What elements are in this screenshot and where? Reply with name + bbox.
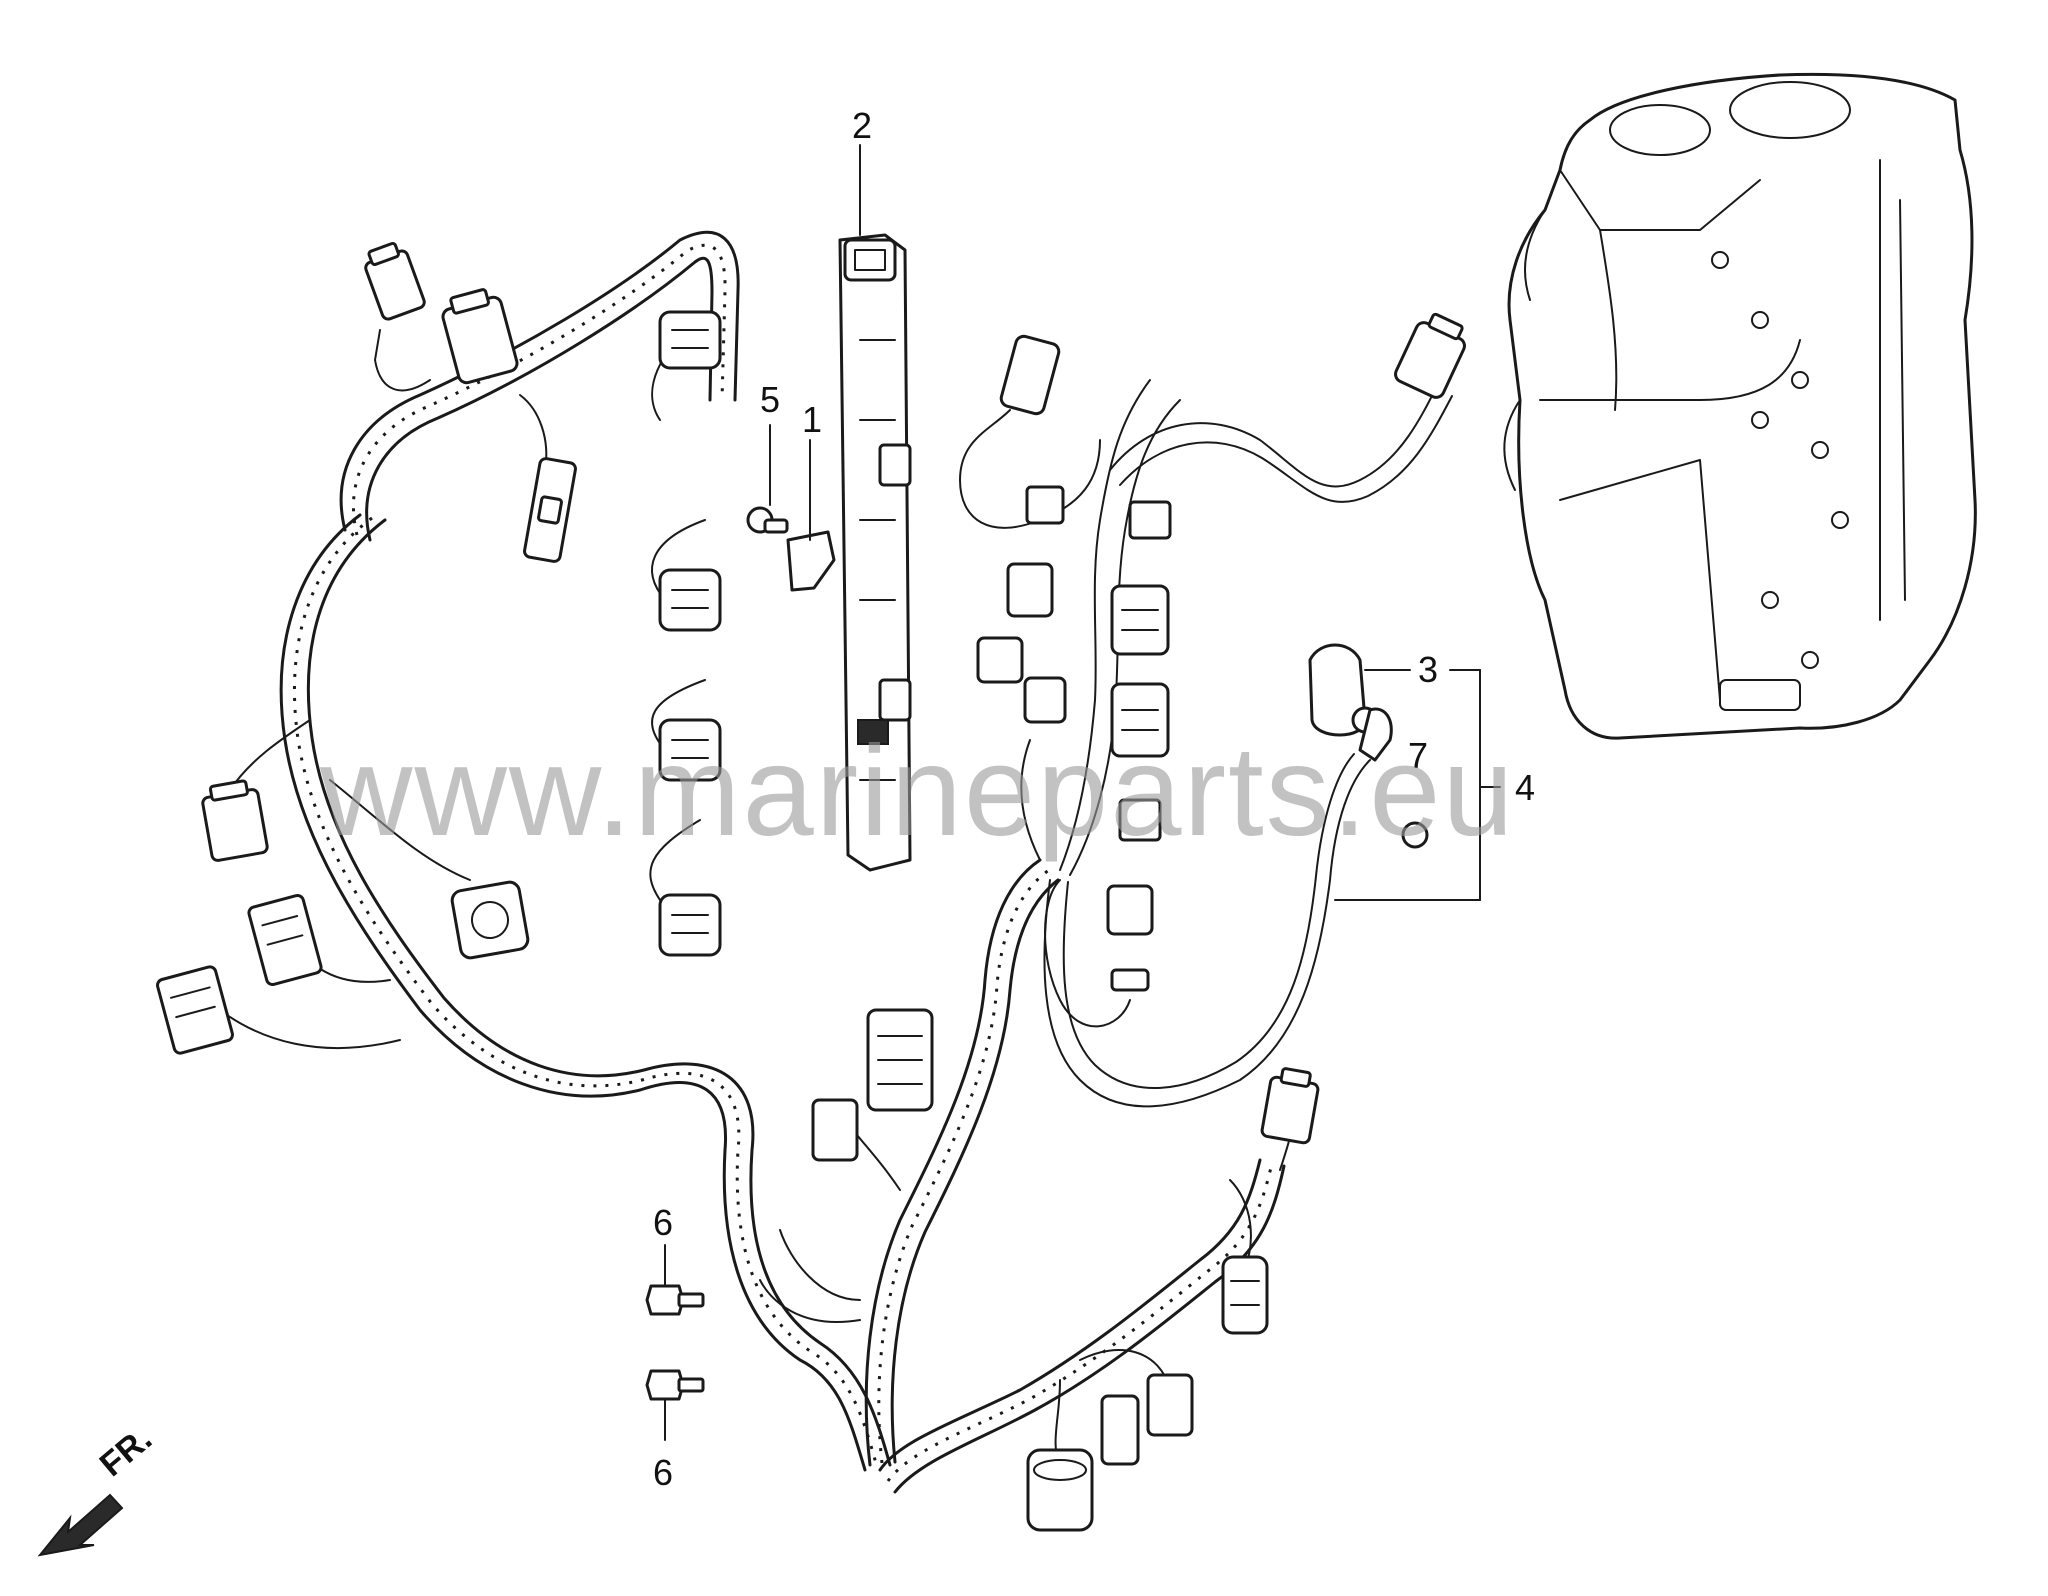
bracket-lines-3-4 (1334, 669, 1501, 901)
callout-7: 7 (1408, 735, 1428, 776)
callout-2: 2 (852, 105, 872, 146)
connectors-center (976, 312, 1466, 992)
callout-5: 5 (760, 379, 780, 420)
callout-leaders (769, 144, 861, 541)
part-5-bolt (746, 506, 789, 534)
callout-6-bottom: 6 (653, 1452, 673, 1493)
part-6-bolts (645, 1244, 705, 1441)
callout-6-top: 6 (653, 1202, 673, 1243)
engine-block (1503, 72, 1977, 740)
callout-1: 1 (802, 399, 822, 440)
direction-label: FR. (93, 1420, 159, 1484)
connectors-left (156, 241, 722, 1055)
callout-3: 3 (1418, 649, 1438, 690)
part-4-sensor (1358, 707, 1393, 762)
part-1-clip (786, 530, 836, 592)
part-2-relay-strip (838, 233, 912, 872)
callout-4: 4 (1515, 767, 1535, 808)
watermark-text: www.marineparts.eu (319, 720, 1516, 863)
arrow-front-icon (37, 1493, 124, 1557)
connectors-bottom (811, 1008, 1320, 1532)
